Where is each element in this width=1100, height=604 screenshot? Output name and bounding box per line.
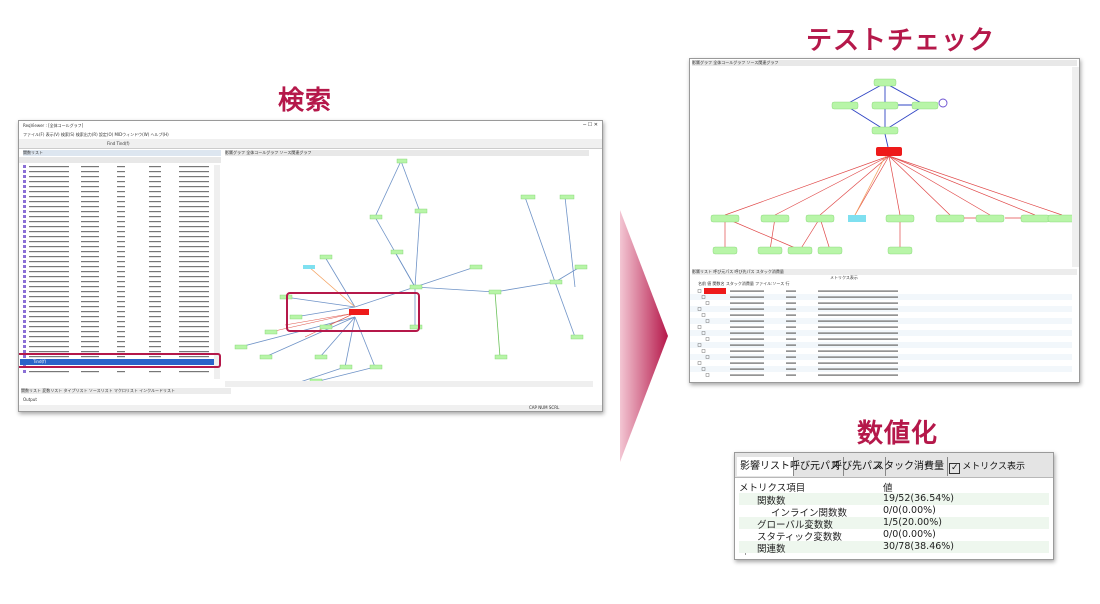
test-check-screenshot: 影響グラフ 全体コールグラフ ソース関連グラフ 影響リスト 呼び元パス 呼び先パ — [689, 58, 1080, 383]
status-indicators: CAP NUM SCRL — [529, 405, 560, 410]
menu-bar[interactable]: ファイル(F) 表示(V) 検索(S) 検索出力(R) 設定(O) MIDウィン… — [23, 132, 169, 137]
impact-graph[interactable] — [690, 67, 1079, 267]
output-label: Output — [23, 397, 37, 402]
right-arrow-icon — [620, 210, 668, 462]
metrics-label: 関数数 — [757, 496, 786, 507]
metrics-label: インライン関数数 — [771, 508, 848, 519]
selected-row-label[interactable]: Tind(f) — [33, 359, 47, 364]
function-list-table[interactable] — [19, 157, 221, 383]
function-list-title: 関数リスト — [23, 150, 221, 156]
metrics-row[interactable]: スタティック変数数 0/0(0.00%) — [739, 529, 1049, 543]
metrics-value: 1/5(20.00%) — [883, 517, 942, 528]
window-controls[interactable]: ─ ☐ ✕ — [583, 122, 598, 128]
section-title-search: 検索 — [278, 86, 333, 116]
graph-tabs-right[interactable]: 影響グラフ 全体コールグラフ ソース関連グラフ — [692, 60, 1077, 66]
checkmark-icon: ✓ — [949, 463, 961, 474]
metrics-header: メトリクス項目 値 — [739, 480, 1049, 494]
list-tabs-right[interactable]: 影響リスト 呼び元パス 呼び先パス スタック消費量 — [692, 269, 1077, 275]
metrics-value: 0/0(0.00%) — [883, 529, 936, 540]
metrics-display-checkbox[interactable]: ✓メトリクス表示 — [949, 459, 1025, 474]
tab-stack-usage[interactable]: スタック消費量 — [871, 457, 948, 476]
metrics-toggle-right[interactable]: メトリクス表示 — [830, 275, 858, 280]
metrics-panel: 影響リスト 呼び元パス 呼び先パス スタック消費量 ✓メトリクス表示 メトリクス… — [734, 452, 1054, 560]
search-field[interactable]: Find Tind(f) — [107, 141, 130, 146]
call-graph[interactable] — [225, 157, 593, 387]
graph-tabs[interactable]: 影響グラフ 全体コールグラフ ソース関連グラフ — [225, 150, 589, 156]
section-title-numeric: 数値化 — [857, 419, 939, 449]
metrics-label: 関連数 — [757, 544, 786, 555]
metrics-row[interactable]: 関数数 19/52(36.54%) — [739, 493, 1049, 507]
search-hit-highlight — [19, 353, 221, 368]
metrics-display-label: メトリクス表示 — [962, 462, 1025, 472]
metrics-value: 0/0(0.00%) — [883, 505, 936, 516]
metrics-row[interactable]: 関連数 30/78(38.46%) — [739, 541, 1049, 555]
metrics-item-header: メトリクス項目 — [739, 483, 806, 494]
tab-callee-path[interactable]: 呼び先パス — [829, 457, 886, 476]
metrics-value: 19/52(36.54%) — [883, 493, 955, 504]
impact-list[interactable] — [690, 287, 1079, 381]
metrics-row[interactable]: グローバル変数数 1/5(20.00%) — [739, 517, 1049, 531]
graph-hit-highlight — [286, 292, 420, 332]
metrics-value: 30/78(38.46%) — [883, 541, 955, 552]
list-headers-right: 名前 値 関数名 スタック消費量 ファイル:ソース 行 — [698, 281, 790, 286]
bottom-tabs[interactable]: 関数リスト 変数リスト タイプリスト ソースリスト マクロリスト インクルードリ… — [21, 388, 231, 394]
window-title: ReqViewer : [全体コールグラフ] — [23, 123, 84, 128]
section-title-test-check: テストチェック — [806, 26, 996, 56]
metrics-row[interactable]: インライン関数数 0/0(0.00%) — [739, 505, 1049, 519]
metrics-label: スタティック変数数 — [757, 532, 842, 543]
tab-caller-path[interactable]: 呼び元パス — [787, 457, 844, 476]
metrics-value-header: 値 — [883, 483, 893, 494]
search-screenshot: ReqViewer : [全体コールグラフ] ─ ☐ ✕ ファイル(F) 表示(… — [18, 120, 603, 412]
metrics-label: グローバル変数数 — [757, 520, 833, 531]
tab-impact-list[interactable]: 影響リスト — [737, 457, 794, 476]
metrics-tabs: 影響リスト 呼び元パス 呼び先パス スタック消費量 ✓メトリクス表示 — [735, 453, 1053, 478]
